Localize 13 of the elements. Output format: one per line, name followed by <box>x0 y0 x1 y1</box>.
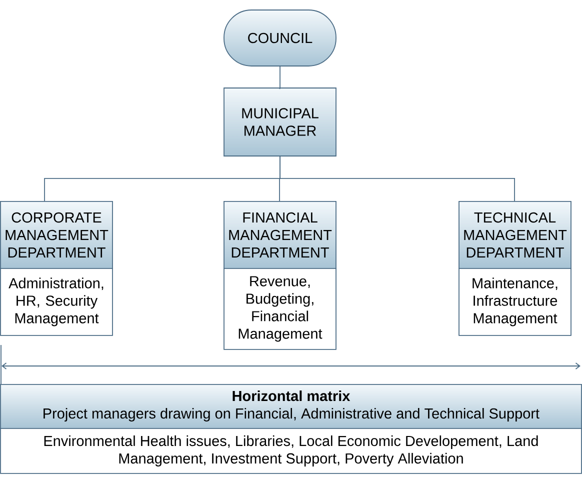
subheading: Project managers drawing on Financial, Administrative and Technical Support <box>44 408 540 422</box>
header-box: TECHNICAL MANAGEMENT DEPARTMENT <box>458 201 572 269</box>
header-box: FINANCIAL MANAGEMENT DEPARTMENT <box>224 201 336 269</box>
text-box: Maintenance, Infrastructure Management <box>458 268 572 336</box>
rounded-box: COUNCIL <box>224 10 336 66</box>
header-box: CORPORATE MANAGEMENT DEPARTMENT <box>0 201 113 269</box>
title-box: MUNICIPAL MANAGER <box>224 88 336 156</box>
connector-line <box>279 66 280 89</box>
heading: Horizontal matrix <box>232 390 350 402</box>
text-box: Revenue, Budgeting, Financial Management <box>224 268 336 350</box>
text-box: Administration, HR, Security Management <box>0 268 113 336</box>
connector-line <box>280 156 515 202</box>
text-box: Environmental Health issues, Libraries, Local Economic Developement, Land Management, Investment Support, Poverty Alleviation <box>0 428 582 474</box>
